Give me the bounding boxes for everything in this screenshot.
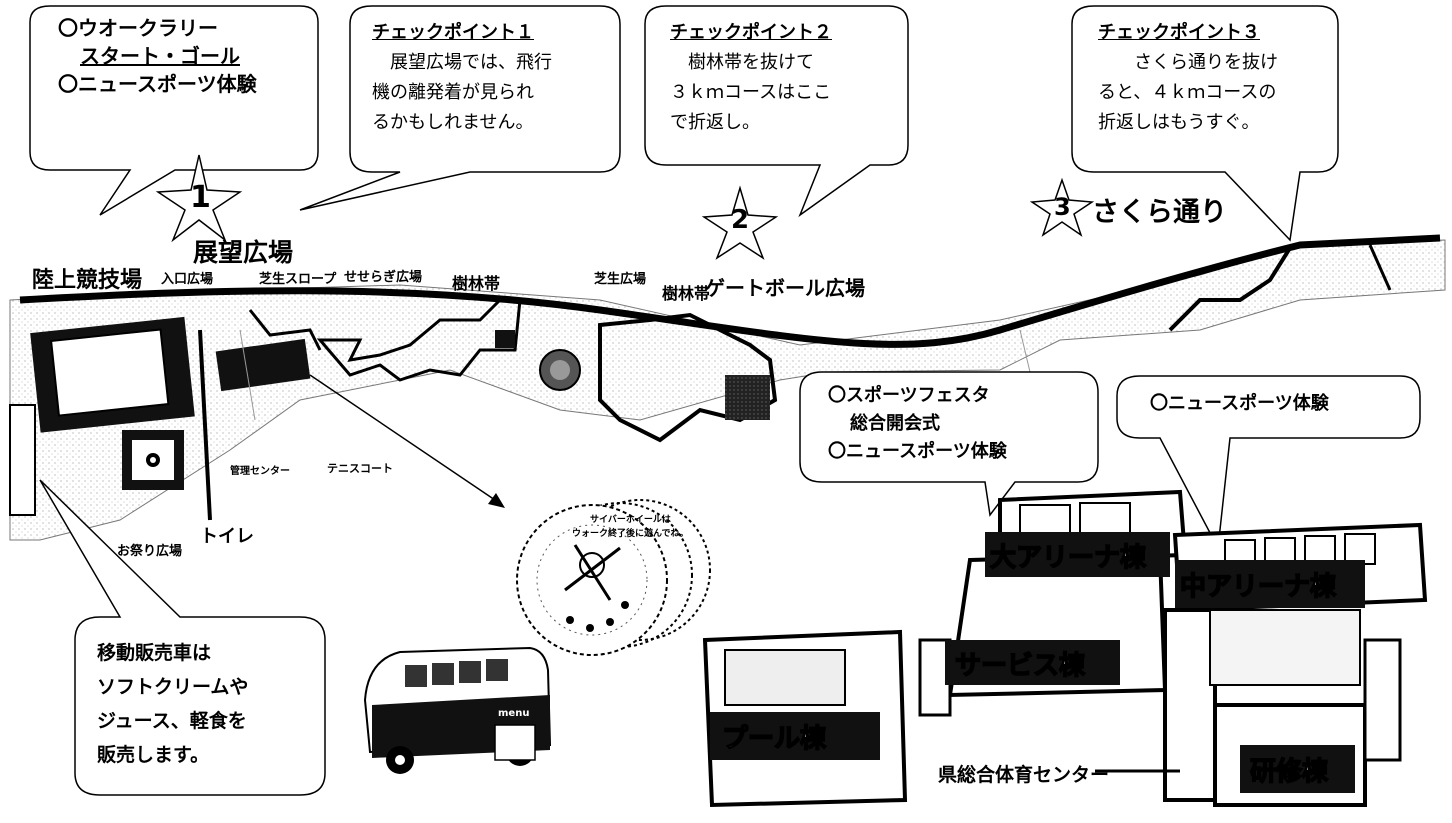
label-shiba-slope: 芝生スロープ (259, 272, 337, 287)
walking-route (19, 234, 1441, 348)
label-sakura: さくら通り (1092, 197, 1227, 228)
bubble-cp1-shape (299, 5, 621, 211)
bubble-cp2-title: チェックポイント２ (670, 22, 832, 43)
pool-plate (710, 712, 880, 760)
bubble-mid-arena: 〇ニュースポーツ体験 (1150, 390, 1329, 418)
mid-arena-plate (1175, 560, 1365, 608)
label-shiba-plaza: 芝生広場 (594, 272, 647, 287)
label-kanri: 管理センター (230, 466, 290, 477)
bubble-cp3-title: チェックポイント３ (1098, 22, 1260, 43)
bubble-cp2-line1: 樹林帯を抜けて (688, 52, 814, 73)
label-forest1: 樹林帯 (452, 274, 501, 293)
label-center: 県総合体育センター (938, 764, 1110, 786)
bubble-cp1-title: チェックポイント１ (372, 22, 534, 43)
label-mid-arena: 中アリーナ棟 (1179, 571, 1337, 603)
bubble-cp3-line2: ると、４ｋｍコースの (1098, 82, 1277, 103)
bubble-cp2-shape (644, 5, 909, 218)
forest2-area (598, 312, 778, 443)
bubble-top-left-shape (29, 5, 319, 216)
label-omatsuri: お祭り広場 (117, 544, 183, 559)
bubble-top-left-line1: 〇ウオークラリー (58, 16, 218, 40)
label-menu: menu (498, 708, 530, 719)
stadium-field (50, 328, 170, 417)
bubble-top-left: 〇ウオークラリー スタート・ゴール 〇ニュースポーツ体験 (58, 14, 257, 98)
bubble-cp1-line1: 展望広場では、飛行 (390, 52, 552, 73)
bubble-cp1-line2: 機の離発着が見られ (372, 82, 534, 103)
checkpoint-2-number: 2 (731, 205, 750, 235)
label-cyber-wheel-1: サイバーホイールは (590, 515, 671, 525)
slope-block (215, 338, 311, 392)
checkpoint-1-star (155, 154, 243, 243)
label-tenbo: 展望広場 (193, 238, 294, 267)
food-truck-illustration (363, 646, 552, 774)
checkpoint-3-star (1029, 177, 1095, 237)
bubble-cp2: チェックポイント２ 樹林帯を抜けて ３ｋｍコースはここ で折返し。 (670, 18, 832, 138)
label-toilet: トイレ (200, 526, 254, 547)
big-arena-plate (985, 532, 1170, 577)
forest1-area (316, 298, 522, 382)
bubble-cp3: チェックポイント３ さくら通りを抜け ると、４ｋｍコースの 折返しはもうすぐ。 (1098, 18, 1278, 138)
bubble-fiesta-shape (799, 371, 1099, 517)
bubble-cp1: チェックポイント１ 展望広場では、飛行 機の離発着が見られ るかもしれません。 (372, 18, 552, 138)
bubble-vendor: 移動販売車は ソフトクリームや ジュース、軽食を 販売します。 (97, 636, 248, 772)
label-gateball: ゲートボール広場 (705, 276, 865, 300)
bubble-cp3-shape (1071, 5, 1339, 242)
bubble-vendor-line4: 販売します。 (97, 744, 210, 766)
bubble-mid-arena-shape (1116, 375, 1421, 551)
checkpoint-3-number: 3 (1054, 193, 1071, 221)
bubble-fiesta: 〇スポーツフェスタ 総合開会式 〇ニュースポーツ体験 (828, 382, 1007, 466)
label-forest2: 樹林帯 (662, 284, 711, 303)
label-tennis: テニスコート (327, 462, 393, 475)
bubble-cp3-line1: さくら通りを抜け (1134, 52, 1278, 73)
route-branch (1168, 246, 1292, 332)
bubble-vendor-shape (39, 479, 326, 796)
bubble-cp2-line2: ３ｋｍコースはここ (670, 82, 832, 103)
bubble-cp1-line3: るかもしれません。 (372, 112, 534, 133)
label-big-arena: 大アリーナ棟 (989, 542, 1147, 574)
bubble-cp3-line3: 折返しはもうすぐ。 (1098, 112, 1260, 133)
bubble-fiesta-line3: 〇ニュースポーツ体験 (828, 441, 1007, 462)
label-seseragi: せせらぎ広場 (344, 270, 423, 285)
bubble-top-left-line3: 〇ニュースポーツ体験 (58, 72, 257, 96)
bubble-cp2-line3: で折返し。 (670, 112, 760, 133)
bubble-vendor-line3: ジュース、軽食を (97, 710, 247, 732)
bubble-top-left-line2: スタート・ゴール (80, 44, 240, 68)
checkpoint-2-star (701, 185, 779, 260)
label-training: 研修棟 (1249, 756, 1329, 788)
bubble-vendor-line1: 移動販売車は (97, 642, 212, 664)
bubble-fiesta-line1: 〇スポーツフェスタ (828, 385, 990, 406)
gateball-area (725, 375, 770, 420)
label-cyber-wheel-2: ウォーク終了後に遊んでね。 (572, 529, 689, 539)
label-stadium: 陸上競技場 (32, 268, 143, 293)
training-plate (1240, 745, 1355, 793)
bubble-fiesta-line2: 総合開会式 (850, 413, 940, 434)
cyber-wheel-illustration (516, 499, 711, 656)
checkpoint-1-number: 1 (190, 180, 211, 215)
label-pool: プール棟 (721, 723, 827, 755)
bubble-vendor-line2: ソフトクリームや (97, 676, 249, 698)
label-service: サービス棟 (954, 650, 1086, 682)
route-branch-2 (1368, 244, 1392, 291)
bubble-mid-arena-line1: 〇ニュースポーツ体験 (1150, 393, 1329, 414)
label-entrance: 入口広場 (161, 272, 214, 287)
service-plate (945, 640, 1120, 685)
